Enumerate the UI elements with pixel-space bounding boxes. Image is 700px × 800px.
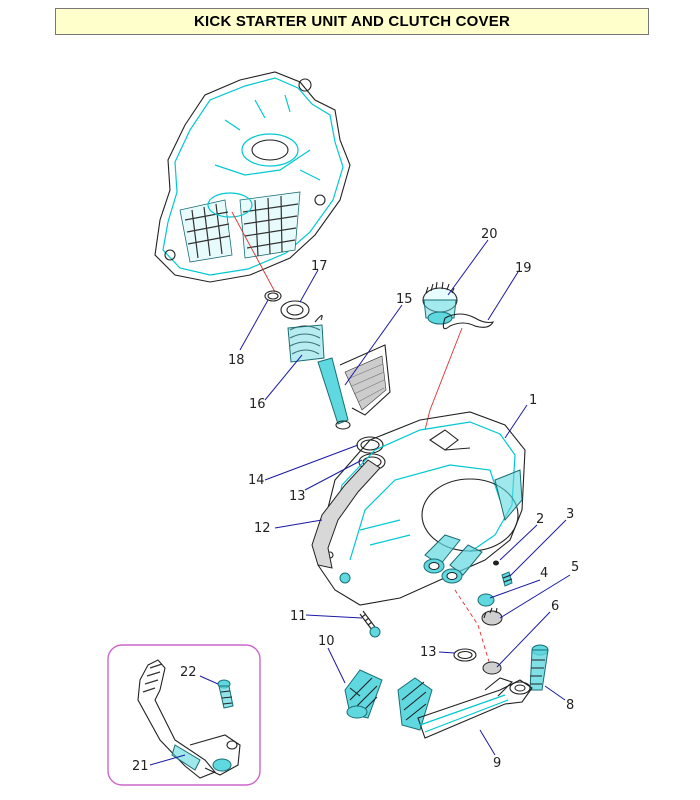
assembly-axes — [231, 211, 491, 666]
crankcase-part — [154, 71, 351, 283]
callout-12: 12 — [254, 521, 271, 536]
callout-labels: 1 2 3 4 5 6 8 9 10 11 12 13 13 14 15 16 … — [132, 227, 579, 774]
callout-16: 16 — [249, 397, 266, 412]
part-1-clutch-cover — [317, 411, 526, 606]
part-17-washer — [280, 300, 310, 320]
callout-15: 15 — [396, 292, 413, 307]
part-10-grip — [344, 669, 383, 719]
part-18-ring — [264, 290, 282, 302]
part-11-bolt — [359, 610, 381, 638]
callout-13-upper: 13 — [289, 489, 306, 504]
part-13-lower-washer — [453, 648, 477, 662]
part-22-bolt — [217, 679, 234, 709]
callout-14: 14 — [248, 473, 265, 488]
callout-20: 20 — [481, 227, 498, 242]
callout-21: 21 — [132, 759, 149, 774]
callout-1: 1 — [529, 393, 537, 408]
callout-5: 5 — [571, 560, 579, 575]
callout-9: 9 — [493, 756, 501, 771]
part-20-gear — [422, 281, 458, 325]
title-bar: KICK STARTER UNIT AND CLUTCH COVER — [55, 8, 649, 35]
callout-6: 6 — [551, 599, 559, 614]
part-8-bolt — [529, 644, 549, 691]
diagram-title: KICK STARTER UNIT AND CLUTCH COVER — [194, 13, 510, 30]
part-21-kick-lever-assembly — [137, 659, 241, 779]
part-9-kick-lever — [397, 677, 533, 739]
part-12-gasket — [311, 459, 381, 569]
callout-13-lower: 13 — [420, 645, 437, 660]
part-15-kick-shaft — [317, 344, 391, 430]
callout-19: 19 — [515, 261, 532, 276]
callout-22: 22 — [180, 665, 197, 680]
leader-lines — [149, 239, 571, 766]
part-16-spring — [287, 314, 325, 363]
callout-3: 3 — [566, 507, 574, 522]
callout-18: 18 — [228, 353, 245, 368]
part-5-plug — [481, 607, 503, 626]
part-2-pin — [493, 560, 499, 566]
callout-2: 2 — [536, 512, 544, 527]
part-3-screw — [501, 571, 513, 587]
part-4-oil-seal — [477, 593, 495, 607]
callout-10: 10 — [318, 634, 335, 649]
callout-11: 11 — [290, 609, 307, 624]
part-6-nut — [482, 661, 502, 675]
part-19-clip — [442, 313, 495, 330]
callout-17: 17 — [311, 259, 328, 274]
callout-8: 8 — [566, 698, 574, 713]
inset-box — [107, 644, 261, 786]
callout-4: 4 — [540, 566, 548, 581]
